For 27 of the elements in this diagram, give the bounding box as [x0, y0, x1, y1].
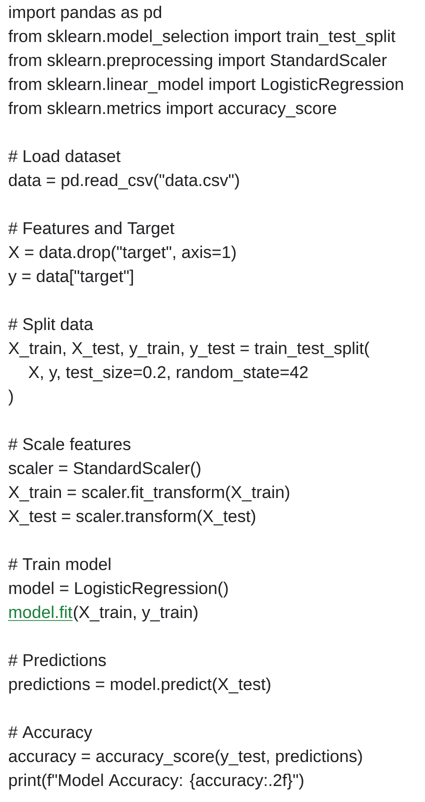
code-line: from sklearn.metrics import accuracy_score: [8, 102, 336, 118]
code-line: # Features and Target: [8, 222, 174, 238]
code-line: y = data["target"]: [8, 270, 133, 286]
code-line: from sklearn.linear_model import LogisticRegression: [8, 78, 403, 94]
code-line: scaler = StandardScaler(): [8, 462, 200, 478]
code-line: # Load dataset: [8, 150, 121, 162]
code-link: model.fit: [8, 606, 74, 621]
code-line: model = LogisticRegression(): [9, 582, 228, 598]
code-line: # Train model: [8, 558, 110, 570]
code-line: from sklearn.model_selection import train_test_split: [8, 30, 396, 46]
code-line: # Split data: [8, 318, 94, 334]
code-line: # Accuracy: [8, 726, 92, 742]
code-line: accuracy = accuracy_score(y_test, predictions): [8, 750, 362, 766]
code-line: from sklearn.preprocessing import StandardScaler: [8, 54, 387, 70]
code-line: X, y, test_size=0.2, random_state=42: [28, 366, 308, 382]
code-line: import pandas as pd: [9, 6, 162, 22]
code-line: predictions = model.predict(X_test): [9, 678, 270, 694]
code-line: X_train, X_test, y_train, y_test = train_test_split(: [8, 342, 370, 358]
code-line: X = data.drop("target", axis=1): [8, 246, 236, 262]
code-line: X_train = scaler.fit_transform(X_train): [8, 486, 290, 502]
code-line: print(f"Model Accuracy: {accuracy:.2f}"): [9, 774, 304, 790]
code-line: X_test = scaler.transform(X_test): [8, 510, 256, 526]
code-line: # Predictions: [8, 654, 106, 666]
code-line: (X_train, y_train): [74, 606, 198, 622]
code-line: data = pd.read_csv("data.csv"): [8, 174, 239, 190]
code-line: ): [8, 390, 13, 406]
code-line: # Scale features: [8, 438, 130, 450]
